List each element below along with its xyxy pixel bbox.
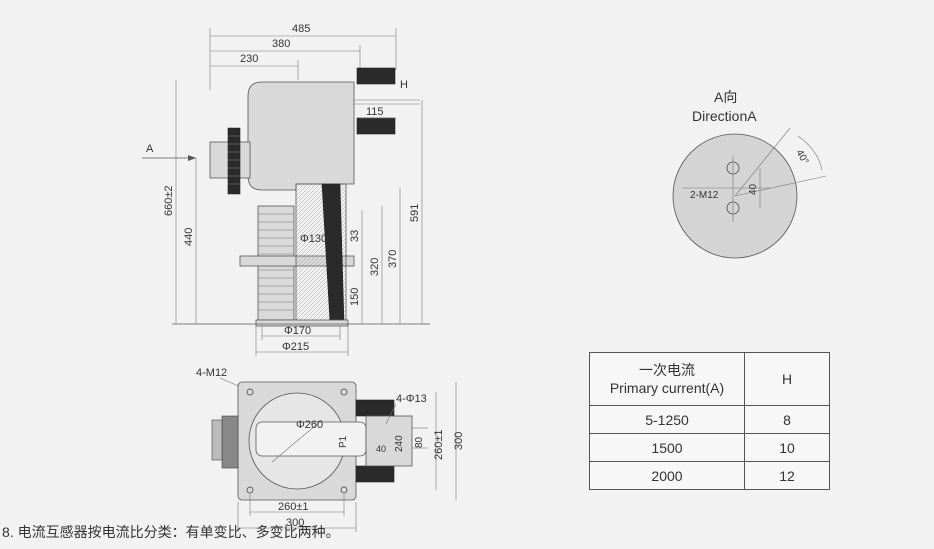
side-bushing: [227, 127, 241, 195]
dim-33: 33: [349, 230, 361, 242]
direction-angle: 40°: [793, 148, 810, 167]
plan-view: 4-M12 Φ260 4-Φ13 P1 40 240 80 260±1 300: [196, 367, 465, 532]
top-terminal: [356, 67, 396, 85]
direction-a-view: A向 DirectionA 2-M12 40 40°: [672, 89, 827, 259]
dim-phi215: Φ215: [282, 341, 309, 353]
plan-w80: 80: [414, 436, 425, 448]
plan-h260: 260±1: [433, 429, 445, 460]
table-row: 2000 12: [589, 461, 830, 490]
plan-terminal: [355, 399, 395, 417]
dim-h: H: [400, 79, 408, 91]
plan-p1: P1: [338, 435, 349, 448]
plan-phi260: Φ260: [296, 419, 323, 431]
dim-440: 440: [183, 228, 195, 246]
footnote: 8. 电流互感器按电流比分类：有单变比、多变比两种。: [2, 524, 340, 540]
plan-h300: 300: [453, 432, 465, 450]
direction-title-cn: A向: [714, 89, 737, 105]
plan-b260: 260±1: [278, 501, 309, 513]
plan-b300: 300: [286, 517, 304, 529]
head-housing: [247, 81, 355, 191]
header-h: H: [744, 352, 830, 406]
dim-phi130: Φ130: [300, 233, 327, 245]
plan-holes-label: 4-Φ13: [396, 393, 427, 405]
dim-370: 370: [387, 250, 399, 268]
cell-current: 5-1250: [589, 405, 745, 434]
cell-h: 10: [744, 433, 830, 462]
dim-380: 380: [272, 38, 290, 50]
cell-h: 12: [744, 461, 830, 490]
dim-660: 660±2: [163, 185, 175, 216]
plan-w40: 40: [376, 444, 386, 454]
primary-current-table: 一次电流 Primary current(A) H 5-1250 8 1500 …: [589, 352, 830, 490]
plan-bolts-label: 4-M12: [196, 367, 227, 379]
table-header-row: 一次电流 Primary current(A) H: [589, 352, 830, 406]
cell-current: 2000: [589, 461, 745, 490]
plan-side-bushing: [221, 415, 239, 469]
direction-title-en: DirectionA: [692, 108, 757, 124]
dim-phi170: Φ170: [284, 325, 311, 337]
arrow-a-label: A: [146, 143, 154, 155]
table-row: 1500 10: [589, 433, 830, 462]
dim-230: 230: [240, 53, 258, 65]
plan-w240: 240: [394, 435, 405, 452]
table-row: 5-1250 8: [589, 405, 830, 434]
direction-bolt-label: 2-M12: [690, 190, 719, 201]
direction-spacing: 40: [748, 183, 759, 195]
dim-591: 591: [409, 204, 421, 222]
dim-115: 115: [366, 106, 384, 118]
header-cn: 一次电流: [639, 362, 695, 378]
front-view: 485 380 230 A H 115: [142, 23, 430, 356]
dim-485: 485: [292, 23, 310, 35]
cell-current: 1500: [589, 433, 745, 462]
dim-320: 320: [369, 258, 381, 276]
cell-h: 8: [744, 405, 830, 434]
dim-150: 150: [349, 288, 361, 306]
header-primary-current: 一次电流 Primary current(A): [589, 352, 745, 406]
header-en: Primary current(A): [609, 380, 725, 396]
